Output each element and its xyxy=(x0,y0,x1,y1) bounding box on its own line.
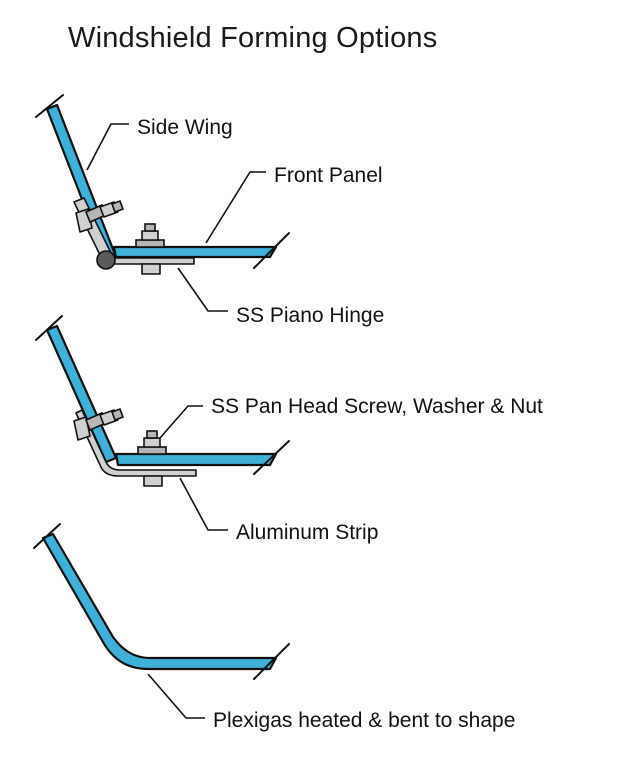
side-wing-panel-1 xyxy=(45,103,118,263)
option-aluminum-strip xyxy=(35,315,290,531)
front-panel-1 xyxy=(112,245,278,259)
front-panel-bolt-1 xyxy=(135,223,165,275)
aluminum-strip xyxy=(75,409,197,477)
label-piano-hinge: SS Piano Hinge xyxy=(236,304,385,327)
label-side-wing: Side Wing xyxy=(137,116,233,139)
option-piano-hinge xyxy=(35,94,290,312)
hinge-knuckle xyxy=(96,250,116,270)
label-front-panel: Front Panel xyxy=(274,164,383,187)
diagram-title: Windshield Forming Options xyxy=(68,22,438,54)
label-plexigas-bent: Plexigas heated & bent to shape xyxy=(213,709,516,732)
side-wing-panel-2 xyxy=(45,324,118,464)
front-panel-2 xyxy=(114,452,278,467)
label-aluminum-strip: Aluminum Strip xyxy=(236,521,379,544)
side-wing-bolt-2 xyxy=(73,407,125,441)
label-pan-head-screw: SS Pan Head Screw, Washer & Nut xyxy=(211,395,543,418)
bent-plexiglas-panel xyxy=(41,532,278,671)
side-wing-bolt-1 xyxy=(75,199,125,233)
option-heat-bent xyxy=(33,523,290,719)
pan-head-screw xyxy=(137,430,167,487)
